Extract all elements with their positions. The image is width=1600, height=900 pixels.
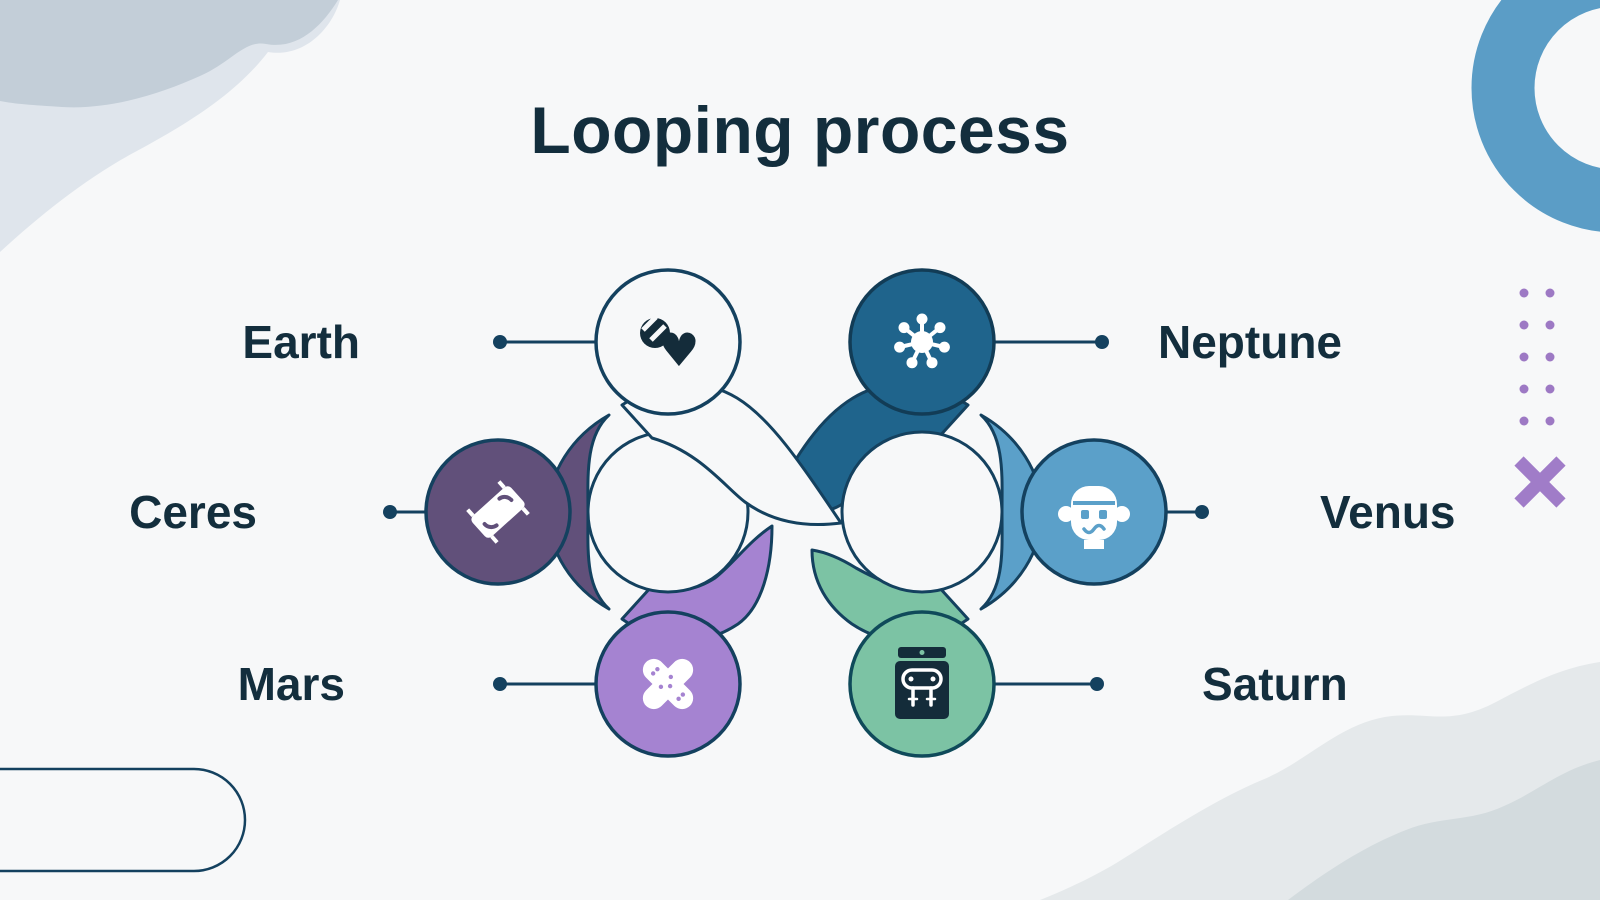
stretcher-icon bbox=[466, 480, 530, 544]
robot-head-icon bbox=[1058, 486, 1130, 549]
page-title: Looping process bbox=[530, 93, 1070, 167]
label-venus: Venus bbox=[1320, 486, 1456, 538]
crossed-bandages-icon bbox=[642, 658, 694, 710]
waves-bottom-right bbox=[1040, 662, 1600, 900]
virus-icon bbox=[894, 313, 950, 369]
node-circle-ceres bbox=[424, 438, 572, 586]
label-earth: Earth bbox=[242, 316, 360, 368]
node-circle-earth: ♥ bbox=[594, 268, 742, 416]
loop-hole-right bbox=[840, 430, 1004, 594]
dots-grid-decoration bbox=[1519, 288, 1555, 426]
svg-text:♥: ♥ bbox=[658, 323, 699, 377]
corner-blob-top-left bbox=[0, 0, 340, 252]
pills-heart-icon: ♥ bbox=[640, 315, 700, 377]
ventilator-icon bbox=[895, 647, 949, 719]
corner-ring-decoration bbox=[1471, 0, 1600, 232]
node-circle-neptune bbox=[848, 268, 996, 416]
x-mark-decoration bbox=[1514, 456, 1566, 508]
connector-lines bbox=[390, 340, 1202, 686]
node-circle-saturn bbox=[848, 610, 996, 758]
label-neptune: Neptune bbox=[1158, 316, 1342, 368]
pill-outline-decoration bbox=[0, 767, 247, 873]
node-circle-mars bbox=[594, 610, 742, 758]
label-ceres: Ceres bbox=[129, 486, 257, 538]
node-circle-venus bbox=[1020, 438, 1168, 586]
infinity-loop bbox=[546, 382, 1044, 643]
label-mars: Mars bbox=[237, 658, 345, 710]
connector-dots bbox=[383, 335, 1209, 691]
label-saturn: Saturn bbox=[1202, 658, 1348, 710]
